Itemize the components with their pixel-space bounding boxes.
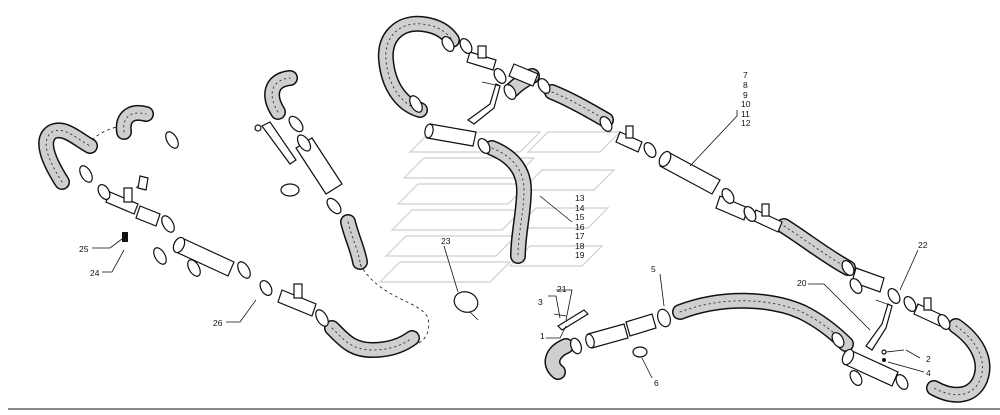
callout-3: 3	[538, 297, 543, 307]
center-hose-connection-line	[359, 263, 430, 347]
center-vertical-hose	[340, 214, 368, 270]
mid-t-fitting	[615, 125, 643, 153]
callout-26: 26	[213, 318, 223, 328]
right-pipe-upper	[851, 267, 885, 293]
lower-left-elbow-hose	[544, 338, 574, 380]
callout-23: 23	[441, 236, 451, 246]
callout-15: 15	[575, 212, 585, 222]
callout-4: 4	[926, 368, 931, 378]
lower-left-bracket	[557, 309, 589, 331]
right-end-hose	[926, 318, 991, 403]
nut-4	[882, 358, 886, 362]
callout-16: 16	[575, 222, 585, 232]
bolt-3	[553, 313, 567, 317]
upper-center-pipe	[508, 63, 539, 87]
leader-lines	[92, 110, 925, 379]
callout-14: 14	[575, 203, 585, 213]
callout-5: 5	[651, 264, 656, 274]
upper-loop-hose	[377, 15, 460, 118]
bolt-2	[881, 349, 905, 355]
s-curve-hose	[484, 140, 532, 264]
left-coupler-pipe	[135, 205, 161, 227]
center-upper-hose-elbow	[264, 70, 298, 120]
left-hose-connection-line	[91, 125, 121, 141]
callout-6: 6	[654, 378, 659, 388]
right-bracket	[865, 299, 893, 351]
lower-pipe-1	[585, 323, 629, 349]
callout-17: 17	[575, 231, 585, 241]
left-flex-hose	[38, 122, 98, 190]
callout-labels: 25 24 26 23 7 8 9 10 11 12 13 14 15 16 1…	[79, 70, 931, 388]
callout-1: 1	[540, 331, 545, 341]
callout-24: 24	[90, 268, 100, 278]
callout-2: 2	[926, 354, 931, 364]
center-pipe	[295, 134, 343, 195]
callout-7: 7	[743, 70, 748, 80]
lower-u-hose	[324, 320, 420, 358]
right-diagonal-hose	[776, 218, 856, 276]
left-t-fitting	[105, 175, 149, 215]
upper-pipe-short	[424, 123, 477, 147]
callout-22: 22	[918, 240, 928, 250]
callout-20: 20	[797, 278, 807, 288]
mid-pipe-right	[715, 195, 749, 221]
center-strap-bracket	[254, 121, 297, 165]
center-t-fitting	[277, 283, 317, 317]
upper-t-fitting	[466, 45, 497, 71]
callout-13: 13	[575, 193, 585, 203]
callout-8: 8	[743, 80, 748, 90]
callout-25-left: 25	[79, 244, 89, 254]
callout-9: 9	[743, 90, 748, 100]
left-pipe	[172, 236, 235, 277]
callout-12: 12	[741, 118, 751, 128]
right-t-fitting	[751, 203, 783, 233]
lower-long-hose	[672, 292, 854, 352]
callout-21: 21	[557, 284, 567, 294]
upper-bracket	[466, 81, 501, 125]
lower-pipe-2	[625, 313, 657, 337]
callout-11: 11	[741, 109, 750, 119]
left-upper-hose-elbow	[115, 105, 154, 140]
loose-ring-23	[453, 291, 479, 321]
upper-right-hose	[544, 84, 614, 128]
callout-18: 18	[575, 241, 585, 251]
main-long-pipe	[658, 150, 721, 195]
right-pipe-lower	[841, 348, 899, 387]
hose-clamps	[79, 36, 951, 390]
callout-19: 19	[575, 250, 585, 260]
callout-10: 10	[741, 99, 751, 109]
